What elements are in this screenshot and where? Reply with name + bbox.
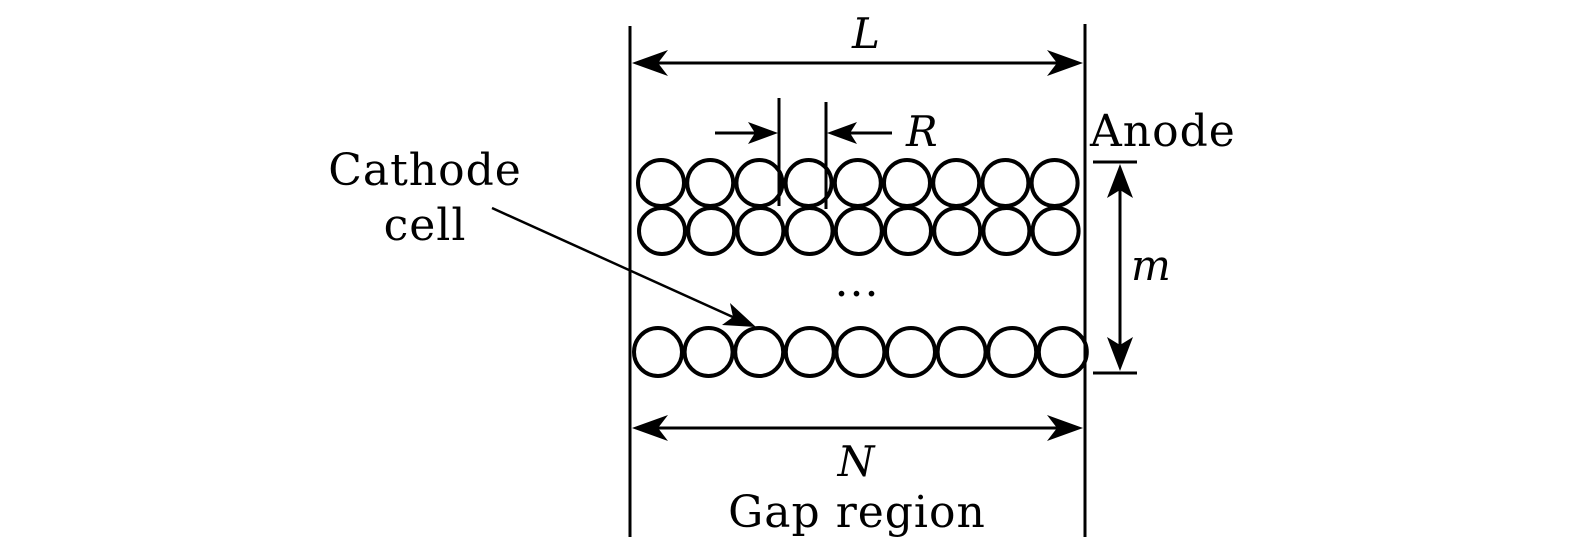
cathode-cell-circle: [686, 206, 737, 256]
cathode-cell-circle: [632, 326, 684, 378]
pointer-shaft: [491, 206, 736, 320]
cathode-cell-circle: [834, 326, 887, 378]
cell-row-3: [632, 326, 1089, 378]
cathode-cell-label-line1: Cathode: [328, 145, 522, 196]
cathode-cell-circle: [932, 206, 983, 256]
cathode-cell-circle: [636, 158, 686, 208]
arrowhead-left-icon: [827, 122, 857, 144]
length-dimension-arrow: [632, 50, 1083, 76]
cathode-cell-circle: [885, 326, 937, 378]
arrowhead-down-icon: [1107, 337, 1133, 371]
cell-rows: [632, 158, 1089, 378]
cathode-cell-circle: [986, 326, 1039, 378]
cathode-cell-circle: [685, 158, 736, 208]
arrowhead-right-icon: [1047, 415, 1083, 441]
cathode-cell-circle: [783, 158, 834, 208]
spacing-label: R: [905, 107, 938, 156]
cathode-cell-circle: [883, 206, 933, 256]
cathode-cell-circle: [637, 206, 687, 256]
ellipsis-label: ...: [835, 256, 880, 307]
length-label: L: [851, 9, 880, 58]
arrowhead-up-icon: [1107, 164, 1133, 198]
cathode-cell-pointer: [491, 206, 756, 327]
cathode-cell-circle: [1030, 206, 1081, 256]
cathode-cell-circle: [981, 206, 1032, 256]
cathode-cell-circle: [784, 206, 835, 256]
gap-region-label: Gap region: [728, 487, 986, 538]
arrowhead-left-icon: [632, 50, 668, 76]
cathode-cell-circle: [931, 158, 982, 208]
cathode-cell-circle: [935, 326, 988, 378]
cathode-cell-circle: [1036, 326, 1089, 378]
cathode-cell-circle: [682, 326, 735, 378]
arrowhead-icon: [722, 303, 756, 327]
cathode-cell-circle: [733, 326, 786, 378]
cells-count-label: N: [837, 437, 876, 486]
cell-row-2: [637, 206, 1081, 256]
cathode-cell-circle: [833, 206, 884, 256]
spacing-marker: [715, 98, 892, 209]
arrowhead-right-icon: [748, 122, 778, 144]
cathode-cell-circle: [832, 158, 883, 208]
cathode-cell-circle: [980, 158, 1031, 208]
cathode-cell-circle: [1029, 158, 1080, 208]
anode-label: Anode: [1089, 106, 1236, 157]
layers-dimension-arrow: [1093, 160, 1137, 375]
cathode-cell-circle: [882, 158, 932, 208]
arrowhead-right-icon: [1047, 50, 1083, 76]
cells-count-dimension-arrow: [632, 415, 1083, 441]
cathode-cell-circle: [783, 326, 836, 378]
layers-label: m: [1131, 241, 1171, 290]
arrowhead-left-icon: [632, 415, 668, 441]
cell-row-1: [636, 158, 1080, 208]
cathode-cell-label-line2: cell: [384, 200, 467, 251]
cathode-cell-circle: [735, 206, 786, 256]
cathode-cell-circle: [734, 158, 785, 208]
